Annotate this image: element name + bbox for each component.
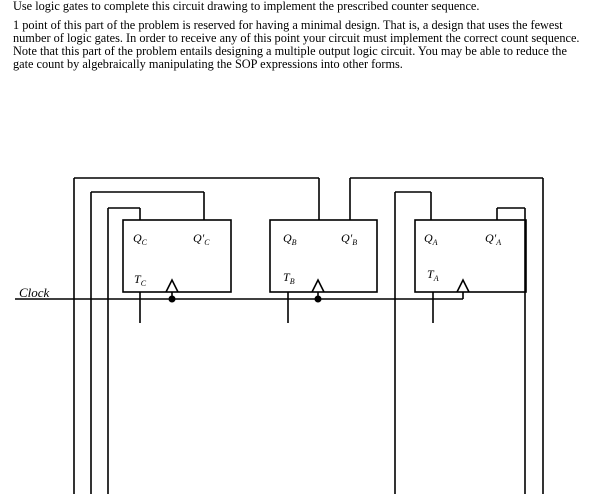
clock-input-b <box>311 278 325 293</box>
clock-label: Clock <box>19 285 50 300</box>
problem-text: Use logic gates to complete this circuit… <box>13 0 585 71</box>
instruction-line: Use logic gates to complete this circuit… <box>13 0 480 13</box>
t-b-label: TB <box>283 270 295 286</box>
clock-junction-c <box>168 295 176 303</box>
instruction-paragraph: 1 point of this part of the problem is r… <box>13 18 580 71</box>
clock-junction-b <box>314 295 322 303</box>
q-c-label: QC <box>133 231 148 247</box>
clock-input-c <box>165 278 179 293</box>
clock-input-a <box>456 278 470 293</box>
flip-flop-c <box>122 219 232 293</box>
flip-flop-a <box>414 219 527 293</box>
qbar-a-label: Q'A <box>485 231 501 247</box>
qbar-c-label: Q'C <box>193 231 210 247</box>
t-c-label: TC <box>134 272 147 288</box>
q-b-label: QB <box>283 231 297 247</box>
qbar-b-label: Q'B <box>341 231 357 247</box>
q-a-label: QA <box>424 231 438 247</box>
t-a-label: TA <box>427 267 439 283</box>
